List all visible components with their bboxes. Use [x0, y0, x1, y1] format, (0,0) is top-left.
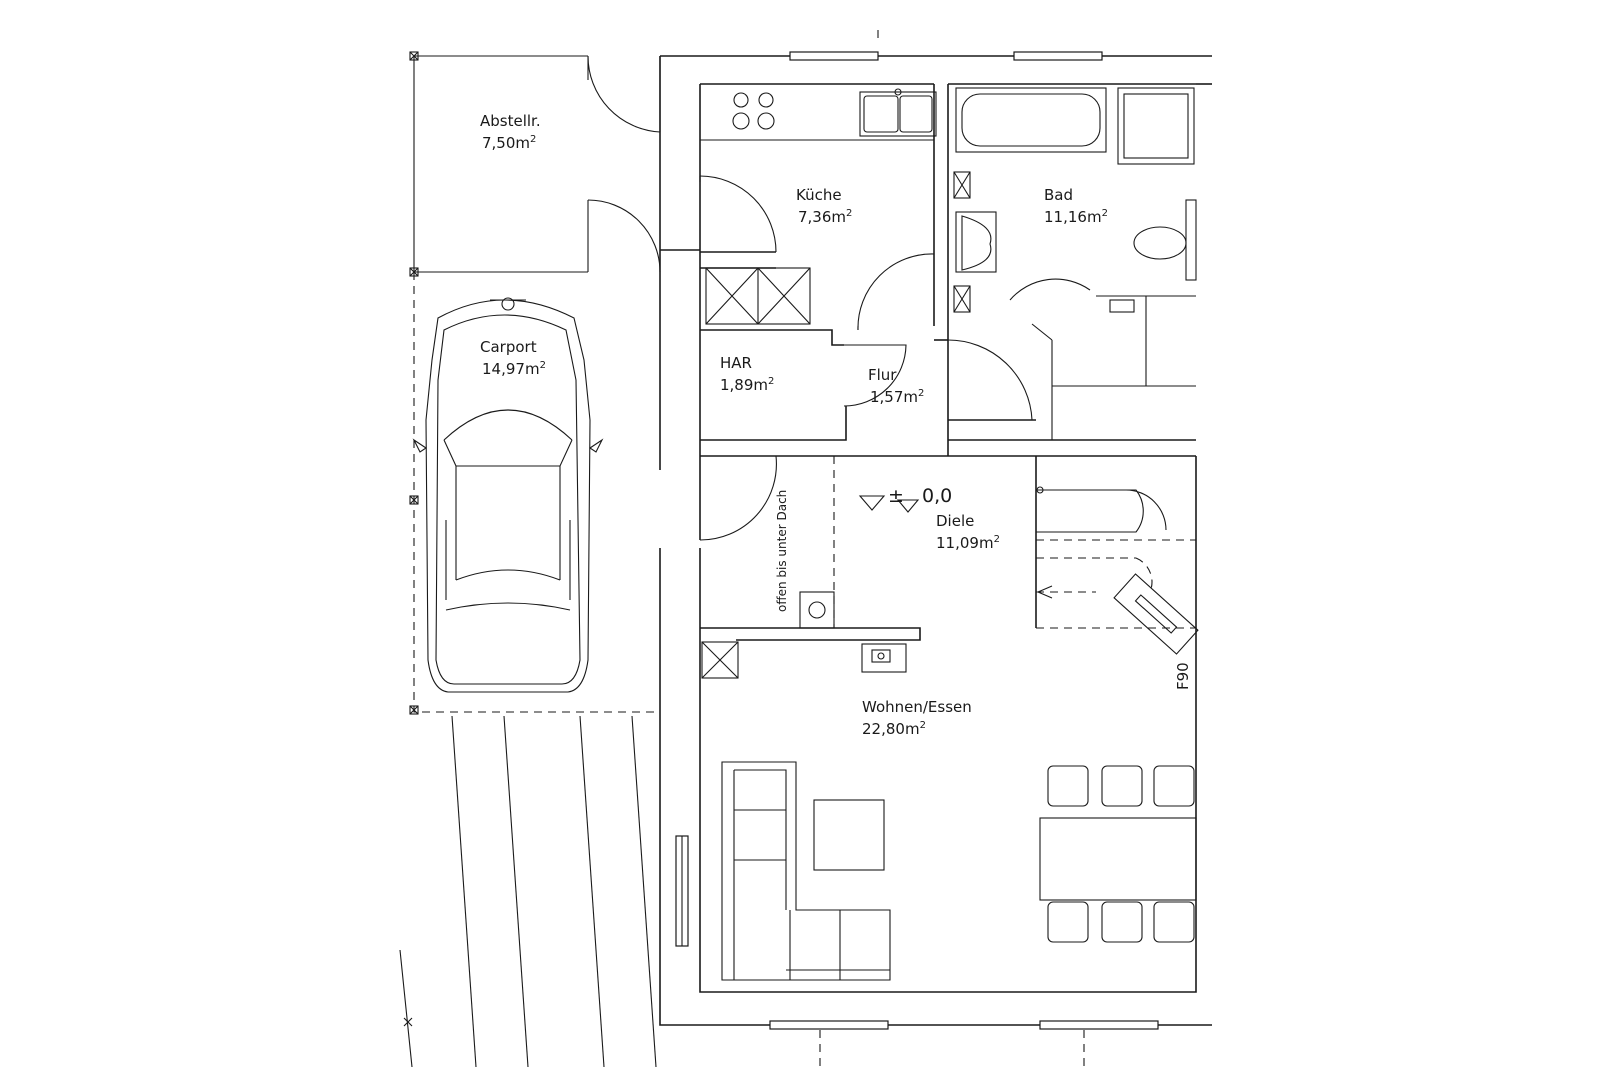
room-labels: Abstellr. 7,50m2 Küche 7,36m2 Bad 11,16m… [480, 112, 1192, 738]
room-name-diele: Diele [936, 512, 974, 530]
room-name-bad: Bad [1044, 186, 1073, 204]
doors [587, 55, 1091, 541]
car-icon [412, 297, 604, 693]
room-area-diele: 11,09m2 [936, 534, 1000, 552]
room-name-har: HAR [720, 354, 752, 372]
fire-rating-annotation: F90 [1174, 662, 1192, 690]
room-area-kueche: 7,36m2 [798, 208, 852, 226]
kitchen-fixtures [700, 88, 937, 325]
room-area-bad: 11,16m2 [1044, 208, 1108, 226]
room-area-abstellraum: 7,50m2 [482, 134, 536, 152]
level-triangle-icon [858, 495, 886, 511]
level-value: 0,0 [922, 485, 952, 507]
room-area-flur: 1,57m2 [870, 388, 924, 406]
room-area-wohnen: 22,80m2 [862, 720, 926, 738]
room-area-har: 1,89m2 [720, 376, 774, 394]
carport-outline [399, 30, 879, 1067]
level-symbol: ± [888, 485, 904, 507]
room-name-carport: Carport [480, 338, 537, 356]
open-roof-annotation: offen bis unter Dach [775, 490, 789, 612]
bathroom-fixtures [953, 87, 1197, 440]
diele-fixtures [701, 499, 920, 679]
stairs [1036, 486, 1199, 655]
room-name-wohnen: Wohnen/Essen [862, 698, 972, 716]
room-name-kueche: Küche [796, 186, 842, 204]
room-name-abstellraum: Abstellr. [480, 112, 541, 130]
living-furniture [721, 761, 1197, 1067]
room-name-flur: Flur [868, 366, 897, 384]
room-area-carport: 14,97m2 [482, 360, 546, 378]
